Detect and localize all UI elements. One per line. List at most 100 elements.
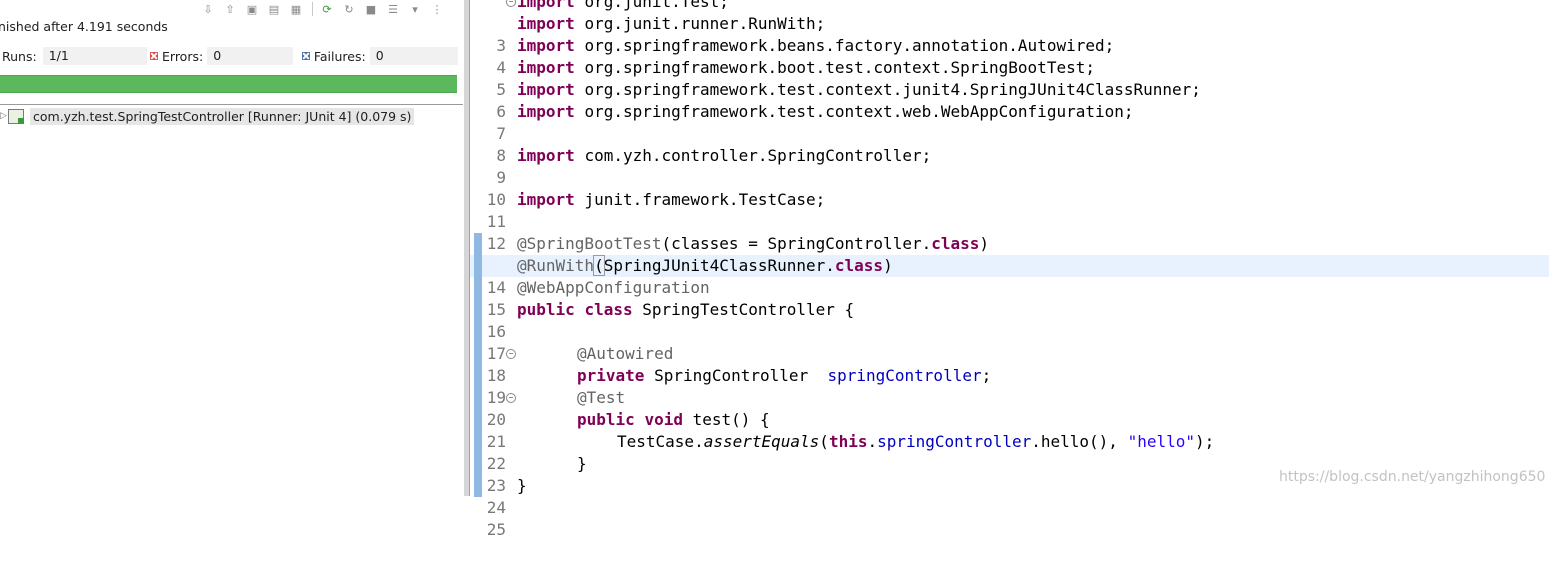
code-text: public void test() { <box>577 409 770 431</box>
code-fragment: SpringController <box>644 366 828 385</box>
watermark-text: https://blog.csdn.net/yangzhihong650 <box>1279 469 1546 485</box>
quick-diff-marker <box>474 365 482 387</box>
code-line: 9 <box>470 123 1549 187</box>
annotation: @Autowired <box>577 344 674 363</box>
quick-diff-marker <box>474 277 482 299</box>
code-line: 10 import com.yzh.controller.SpringContr… <box>470 145 1549 209</box>
code-text: @Autowired <box>577 343 673 365</box>
keyword: public <box>577 410 635 429</box>
fold-collapse-icon[interactable]: − <box>506 393 516 403</box>
line-number: 15 <box>486 300 506 319</box>
fold-collapse-icon[interactable]: − <box>506 349 516 359</box>
runs-value: 1/1 <box>42 47 147 65</box>
code-text: import junit.framework.TestCase; <box>517 189 825 211</box>
history-dropdown-icon[interactable]: ▾ <box>412 2 418 16</box>
failures-value: 0 <box>369 47 458 65</box>
runs-counter: Runs: 1/1 <box>0 47 148 65</box>
code-editor[interactable]: 3 − import org.junit.Test; 4 import org.… <box>470 0 1549 539</box>
quick-diff-marker <box>474 299 482 321</box>
line-number: 16 <box>486 322 506 341</box>
quick-diff-marker <box>474 189 482 211</box>
quick-diff-marker <box>474 167 482 189</box>
code-line: 11 <box>470 167 1549 231</box>
code-text: } <box>577 453 587 475</box>
keyword: import <box>517 36 575 55</box>
import-path: org.junit.runner.RunWith; <box>584 14 826 33</box>
line-number: 7 <box>496 124 506 143</box>
import-path: junit.framework.TestCase; <box>584 190 826 209</box>
show-skipped-icon[interactable]: ▤ <box>268 2 280 16</box>
failures-label: Failures: <box>313 48 366 64</box>
keyword: import <box>517 80 575 99</box>
line-number: 6 <box>496 102 506 121</box>
field-name: springController <box>827 366 982 385</box>
line-number: 23 <box>486 476 506 495</box>
quick-diff-marker <box>474 387 482 409</box>
code-fragment: test() { <box>682 410 770 429</box>
scroll-lock-icon[interactable]: ▦ <box>290 2 302 16</box>
code-line: 14 @SpringBootTest(classes = SpringContr… <box>470 233 1549 297</box>
fold-collapse-icon[interactable]: − <box>506 0 516 7</box>
view-splitter[interactable] <box>464 0 469 496</box>
string-literal: "hello" <box>1127 432 1195 451</box>
errors-counter: Errors: 0 <box>148 47 300 65</box>
import-path: org.junit.Test; <box>584 0 729 11</box>
quick-diff-marker <box>474 453 482 475</box>
code-text: @RunWith(SpringJUnit4ClassRunner.class) <box>517 255 893 277</box>
line-number: 3 <box>496 36 506 55</box>
code-fragment: } <box>517 476 527 495</box>
next-failure-icon[interactable]: ⇩ <box>203 2 213 16</box>
test-progress-bar <box>0 75 457 93</box>
code-text: import org.junit.Test; <box>517 0 729 13</box>
annotation: @RunWith <box>517 256 595 275</box>
quick-diff-marker <box>474 0 482 13</box>
keyword: public <box>517 300 575 319</box>
show-failures-only-icon[interactable]: ▣ <box>246 2 258 16</box>
keyword: class <box>834 256 884 275</box>
code-text: private SpringController springControlle… <box>577 365 991 387</box>
expand-arrow-icon[interactable]: ▷ <box>0 111 7 121</box>
line-number: 10 <box>486 190 506 209</box>
line-number: 25 <box>486 520 506 539</box>
code-line: 20 private SpringController springContro… <box>470 365 1549 429</box>
keyword: import <box>517 58 575 77</box>
errors-value: 0 <box>207 47 294 65</box>
import-path: org.springframework.test.context.web.Web… <box>584 102 1134 121</box>
code-text: public class SpringTestController { <box>517 299 854 321</box>
code-line: 5 import org.springframework.beans.facto… <box>470 35 1549 99</box>
keyword: import <box>517 0 575 11</box>
line-number: 18 <box>486 366 506 385</box>
quick-diff-marker <box>474 123 482 145</box>
quick-diff-marker <box>474 13 482 35</box>
line-number: 14 <box>482 277 506 299</box>
history-icon[interactable]: ☰ <box>388 2 398 16</box>
annotation: @WebAppConfiguration <box>517 278 710 297</box>
quick-diff-marker <box>474 409 482 431</box>
rerun-failed-first-icon[interactable]: ↻ <box>344 2 354 16</box>
field-name: springController <box>877 432 1032 451</box>
view-menu-icon[interactable]: ⋮ <box>431 2 443 16</box>
keyword: private <box>577 366 645 385</box>
rerun-test-icon[interactable]: ⟳ <box>322 2 332 16</box>
code-line: 18 <box>470 321 1549 385</box>
keyword: import <box>517 146 575 165</box>
line-number: 4 <box>496 58 506 77</box>
test-suite-success-icon <box>8 108 24 124</box>
line-number: 20 <box>486 410 506 429</box>
line-number: 5 <box>496 80 506 99</box>
test-tree-item[interactable]: ▷ com.yzh.test.SpringTestController [Run… <box>0 107 415 125</box>
code-line: 4 import org.junit.runner.RunWith; <box>470 13 1549 77</box>
code-text: @WebAppConfiguration <box>517 277 710 299</box>
code-line: 21 − @Test <box>470 387 1549 451</box>
quick-diff-marker <box>474 211 482 233</box>
quick-diff-marker <box>474 233 482 255</box>
run-status-text: nished after 4.191 seconds <box>0 19 168 34</box>
quick-diff-marker <box>474 35 482 57</box>
method-call: assertEquals <box>703 432 820 451</box>
previous-failure-icon[interactable]: ⇧ <box>225 2 235 16</box>
failures-counter: Failures: 0 <box>300 47 458 65</box>
code-text: import com.yzh.controller.SpringControll… <box>517 145 931 167</box>
code-line-current: 15 @RunWith(SpringJUnit4ClassRunner.clas… <box>470 255 1549 319</box>
stop-icon[interactable]: ■ <box>365 2 377 16</box>
code-fragment: } <box>577 454 587 473</box>
